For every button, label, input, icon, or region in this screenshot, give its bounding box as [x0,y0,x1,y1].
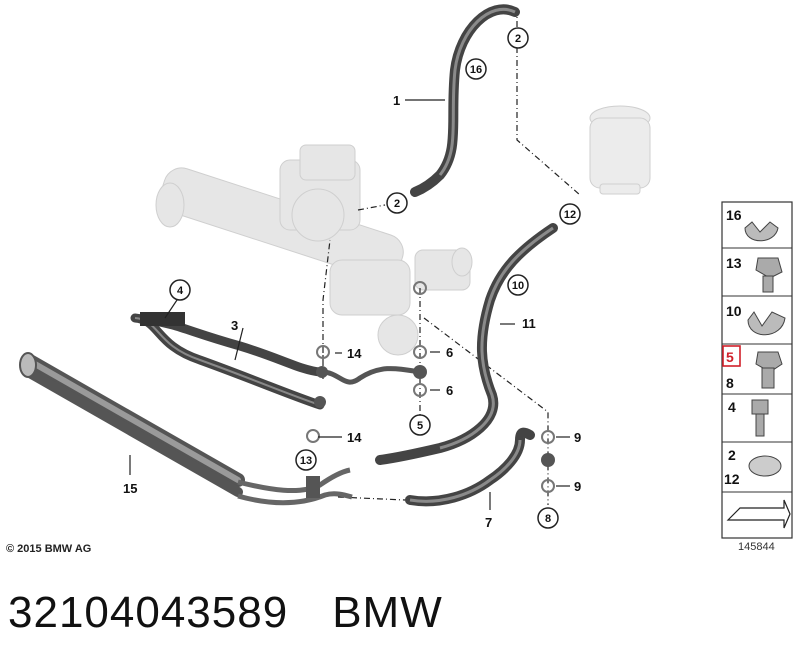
svg-text:12: 12 [564,209,576,221]
side-label-12: 12 [724,471,740,487]
svg-text:2: 2 [515,33,521,45]
side-label-4: 4 [728,399,736,415]
cooler-15 [19,352,353,506]
side-label-5: 5 [726,349,734,365]
highlight-box-5 [722,345,741,367]
clamp-16-icon [744,221,779,242]
clamp-10-icon [747,311,786,336]
sheet-number: 145844 [738,541,775,553]
pipe-6 [321,366,421,385]
callout-14a: 14 [347,346,362,361]
callout-circle-4: 4 [169,279,191,301]
steering-rack-faded [155,144,473,356]
side-label-16: 16 [726,207,742,223]
svg-text:13: 13 [300,455,312,467]
arrow-icon [726,499,791,529]
parts-diagram: 1 3 11 14 14 6 6 9 9 7 15 16 2 2 12 10 4… [19,4,793,539]
svg-text:4: 4 [177,285,184,297]
washers [306,281,555,493]
callout-circle-12: 12 [559,203,581,225]
side-label-8: 8 [726,375,734,391]
callout-circle-10: 10 [507,274,529,296]
svg-text:5: 5 [417,420,423,432]
callout-circle-5: 5 [409,414,431,436]
callout-11: 11 [522,316,536,331]
callout-6b: 6 [446,383,453,398]
bolt-5-8-icon [755,351,783,373]
callout-circle-2b: 2 [386,192,408,214]
copyright-text: © 2015 BMW AG [6,543,92,555]
callout-9a: 9 [574,430,581,445]
side-label-10: 10 [726,303,742,319]
callout-6a: 6 [446,345,453,360]
bolt-4-icon [751,399,769,415]
leader-lines [322,8,581,505]
side-label-13: 13 [726,255,742,271]
callout-9b: 9 [574,479,581,494]
callout-1: 1 [393,93,400,108]
svg-text:8: 8 [545,513,551,525]
callout-3: 3 [231,318,238,333]
callout-circle-8: 8 [537,507,559,529]
svg-text:2: 2 [394,198,400,210]
part-number-line: 32104043589 BMW [8,588,443,638]
callout-14b: 14 [347,430,362,445]
banjo-bolt-13-icon [755,257,783,279]
part-number: 32104043589 [8,588,289,637]
callout-circle-2a: 2 [507,27,529,49]
svg-text:10: 10 [512,280,524,292]
brand-name: BMW [332,588,443,637]
side-parts-panel: 16 13 10 5 8 4 2 12 [721,201,793,539]
reservoir-faded [589,105,651,195]
hose-clamp-2-12-icon [748,455,782,477]
callout-7: 7 [485,515,492,530]
callout-circle-16: 16 [465,58,487,80]
bracket-4 [140,312,185,326]
callout-circle-13: 13 [295,449,317,471]
side-label-2: 2 [728,447,736,463]
callout-15: 15 [123,481,137,496]
svg-text:16: 16 [470,64,482,76]
